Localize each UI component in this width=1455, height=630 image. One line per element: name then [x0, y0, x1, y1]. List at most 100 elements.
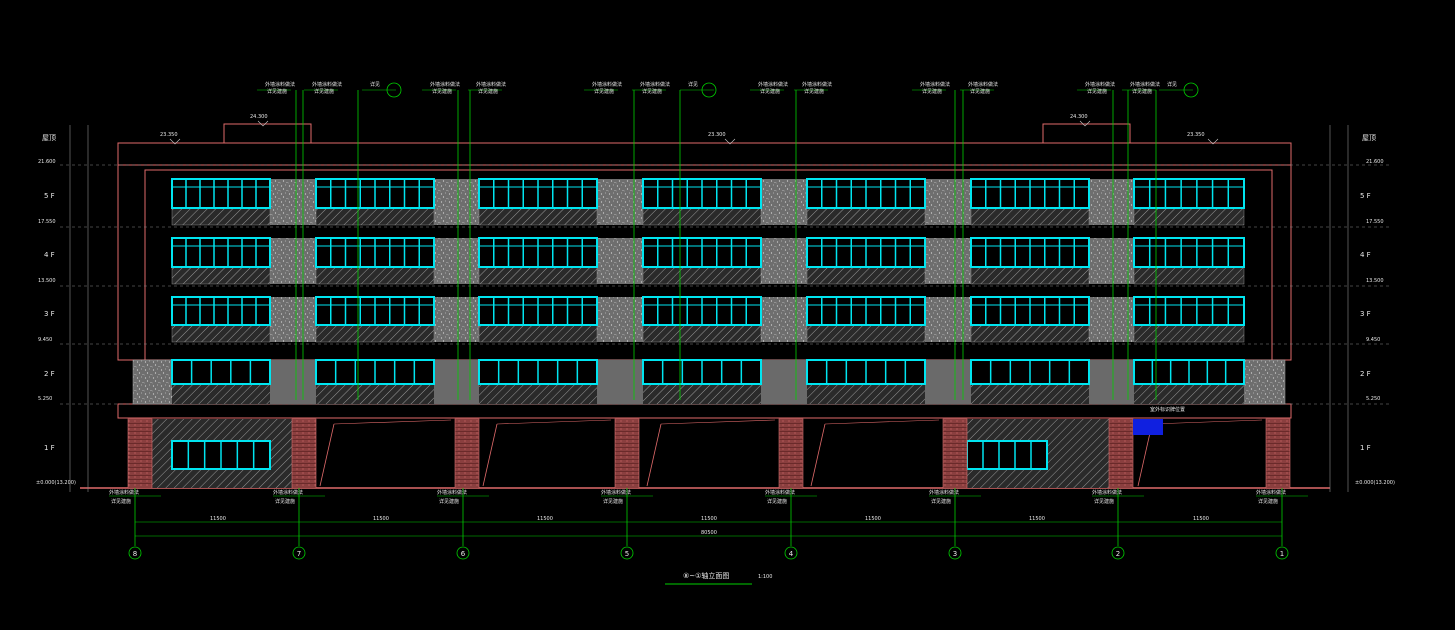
- elev-right-roof: 21.600: [1366, 159, 1384, 165]
- level-marker: [257, 120, 269, 127]
- base-material-callout: 外墙涂料做法: [1092, 489, 1122, 496]
- dim-bay-6: 11500: [1029, 516, 1045, 522]
- elev-right-1f: ±0.000(13.200): [1355, 480, 1395, 486]
- dim-total: 80500: [701, 530, 717, 536]
- material-callout-sub: 详见建施: [314, 88, 334, 95]
- floor-label-1f: 1 F: [44, 444, 55, 452]
- grid-lines: [109, 82, 1308, 560]
- base-material-callout: 外墙涂料做法: [273, 489, 303, 496]
- level-marker: [1207, 138, 1219, 145]
- grid-axis-bubble: [128, 546, 142, 560]
- detail-bubble: [1183, 82, 1199, 98]
- material-callout-sub: 详见建施: [478, 88, 498, 95]
- grid-axis-bubble: [784, 546, 798, 560]
- parapet-level-4: 24.300: [1070, 114, 1088, 120]
- window-frame: [171, 178, 271, 209]
- sign-block: [1133, 419, 1163, 435]
- speckle-pier: [270, 238, 316, 284]
- grid-axis-bubble: [1275, 546, 1289, 560]
- door-swing: [646, 423, 662, 487]
- brick-column: [454, 418, 480, 489]
- base-material-callout-sub: 详见建施: [1258, 498, 1278, 505]
- base-material-callout-sub: 详见建施: [1094, 498, 1114, 505]
- grid-axis-bubble: [1111, 546, 1125, 560]
- axis-label-7: 7: [297, 550, 301, 558]
- base-material-callout-sub: 详见建施: [275, 498, 295, 505]
- parapet-level-2: 23.350: [160, 132, 178, 138]
- speckle-pier: [1089, 238, 1134, 284]
- spandrel-hatch: [315, 324, 435, 343]
- dim-bay-4: 11500: [701, 516, 717, 522]
- base-material-callout: 外墙涂料做法: [437, 489, 467, 496]
- spandrel-hatch: [642, 207, 762, 226]
- brick-column: [1265, 418, 1291, 489]
- base-material-callout-sub: 详见建施: [767, 498, 787, 505]
- ground-columns: [127, 418, 1291, 489]
- ground-canopy: [117, 403, 1292, 419]
- speckle-pier: [925, 297, 971, 342]
- dim-bay-1: 11500: [210, 516, 226, 522]
- dim-bay-5: 11500: [865, 516, 881, 522]
- floor-label-2f-right: 2 F: [1360, 370, 1371, 378]
- elev-left-roof: 21.600: [38, 159, 56, 165]
- base-material-callout: 外墙涂料做法: [929, 489, 959, 496]
- door-head: [660, 419, 776, 425]
- window-frame: [1133, 296, 1245, 326]
- speckle-pier: [434, 238, 479, 284]
- axis-label-6: 6: [461, 550, 466, 558]
- speckle-pier: [270, 179, 316, 225]
- material-callout: 外墙涂料做法: [476, 81, 506, 88]
- spandrel-hatch: [171, 266, 271, 285]
- material-callout: 外墙涂料做法: [1130, 81, 1160, 88]
- dim-bay-7: 11500: [1193, 516, 1209, 522]
- base-material-callout: 外墙涂料做法: [601, 489, 631, 496]
- base-material-callout-sub: 详见建施: [931, 498, 951, 505]
- floor-label-3f: 3 F: [44, 310, 55, 318]
- axis-label-3: 3: [953, 550, 957, 558]
- floor-label-5f-right: 5 F: [1360, 192, 1371, 200]
- level-marker: [724, 138, 736, 145]
- elev-right-3f: 9.450: [1366, 337, 1380, 343]
- material-callout: 外墙涂料做法: [640, 81, 670, 88]
- parapet-band: [117, 142, 1292, 166]
- axis-label-2: 2: [1116, 550, 1120, 558]
- floor-label-roof: 屋顶: [42, 134, 56, 142]
- speckle-pier: [761, 238, 807, 284]
- base-material-callout: 外墙涂料做法: [109, 489, 139, 496]
- elev-left-3f: 9.450: [38, 337, 52, 343]
- detail-callout: 详见: [370, 81, 380, 88]
- floor-label-3f-right: 3 F: [1360, 310, 1371, 318]
- floor-label-4f: 4 F: [44, 251, 55, 259]
- material-callout-sub: 详见建施: [970, 88, 990, 95]
- elev-right-5f: 17.550: [1366, 219, 1384, 225]
- speckle-pier: [925, 238, 971, 284]
- second-floor-pier: [1089, 360, 1134, 404]
- material-callout-sub: 详见建施: [1132, 88, 1152, 95]
- material-callout-sub: 详见建施: [804, 88, 824, 95]
- material-callout-sub: 详见建施: [432, 88, 452, 95]
- speckle-pier: [761, 179, 807, 225]
- parapet-level-5: 23.350: [1187, 132, 1205, 138]
- material-callout: 外墙涂料做法: [802, 81, 832, 88]
- brick-column: [778, 418, 804, 489]
- sign-label: 室外标识牌位置: [1150, 406, 1185, 413]
- spandrel-hatch: [1133, 266, 1245, 285]
- spandrel-hatch: [171, 207, 271, 226]
- material-callout: 外墙涂料做法: [968, 81, 998, 88]
- spandrel-hatch: [806, 324, 926, 343]
- material-callout-sub: 详见建施: [594, 88, 614, 95]
- spandrel-hatch-2f: [643, 385, 761, 404]
- window-frame-1f: [966, 440, 1048, 470]
- door-swing: [810, 423, 826, 487]
- second-floor-pier: [597, 360, 643, 404]
- drawing-scale: 1:100: [758, 574, 772, 580]
- base-material-callout-sub: 详见建施: [603, 498, 623, 505]
- elev-left-1f: ±0.000(13.200): [36, 480, 76, 486]
- spandrel-hatch: [171, 324, 271, 343]
- dim-bay-3: 11500: [537, 516, 553, 522]
- grid-axis-bubble: [948, 546, 962, 560]
- spandrel-hatch: [642, 266, 762, 285]
- door-head: [824, 419, 940, 425]
- annotations: 外墙涂料做法详见建施外墙涂料做法详见建施外墙涂料做法详见建施外墙涂料做法详见建施…: [109, 81, 1286, 505]
